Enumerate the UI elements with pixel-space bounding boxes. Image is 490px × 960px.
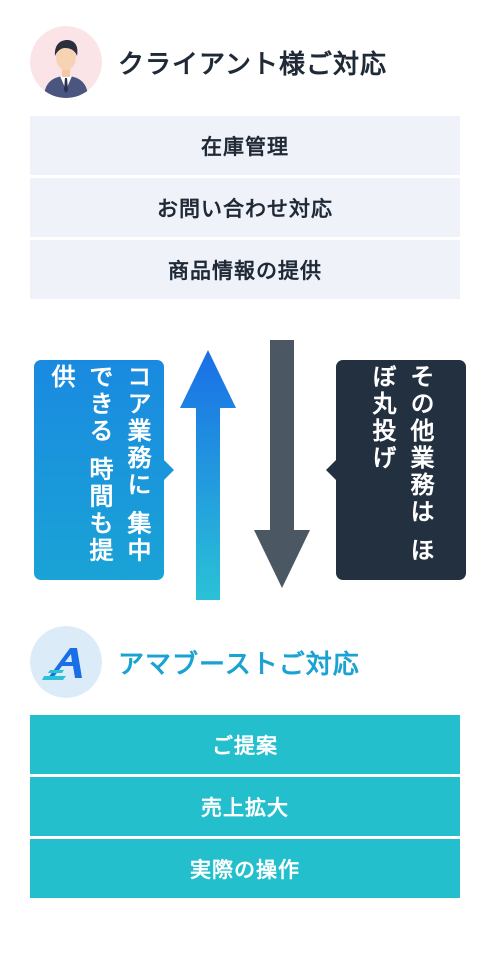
core-work-callout-text: コア業務に 集中できる 時間も提供 xyxy=(47,364,151,565)
amabo-header: アマブーストご対応 xyxy=(30,624,360,700)
client-task-row: 在庫管理 xyxy=(30,116,460,175)
core-work-callout-pointer xyxy=(164,460,174,480)
outsource-callout-text: その他業務は ほぼ丸投げ xyxy=(368,364,434,565)
amabo-task-list: ご提案 売上拡大 実際の操作 xyxy=(30,715,460,901)
outsource-callout-pointer xyxy=(326,460,336,480)
client-task-row: お問い合わせ対応 xyxy=(30,178,460,237)
amabo-task-row: 実際の操作 xyxy=(30,839,460,898)
amabo-task-row: 売上拡大 xyxy=(30,777,460,836)
up-arrow-icon xyxy=(180,350,236,600)
outsource-callout: その他業務は ほぼ丸投げ xyxy=(336,360,466,580)
client-task-list: 在庫管理 お問い合わせ対応 商品情報の提供 xyxy=(30,116,460,302)
amabo-task-row: ご提案 xyxy=(30,715,460,774)
down-arrow-icon xyxy=(254,340,310,588)
amabo-section-title: アマブーストご対応 xyxy=(118,649,360,680)
client-header: クライアント様ご対応 xyxy=(30,24,387,100)
client-task-row: 商品情報の提供 xyxy=(30,240,460,299)
client-section-title: クライアント様ご対応 xyxy=(118,49,387,80)
amabo-logo-icon xyxy=(30,626,102,698)
core-work-callout: コア業務に 集中できる 時間も提供 xyxy=(34,360,164,580)
businessman-avatar-icon xyxy=(30,26,102,98)
